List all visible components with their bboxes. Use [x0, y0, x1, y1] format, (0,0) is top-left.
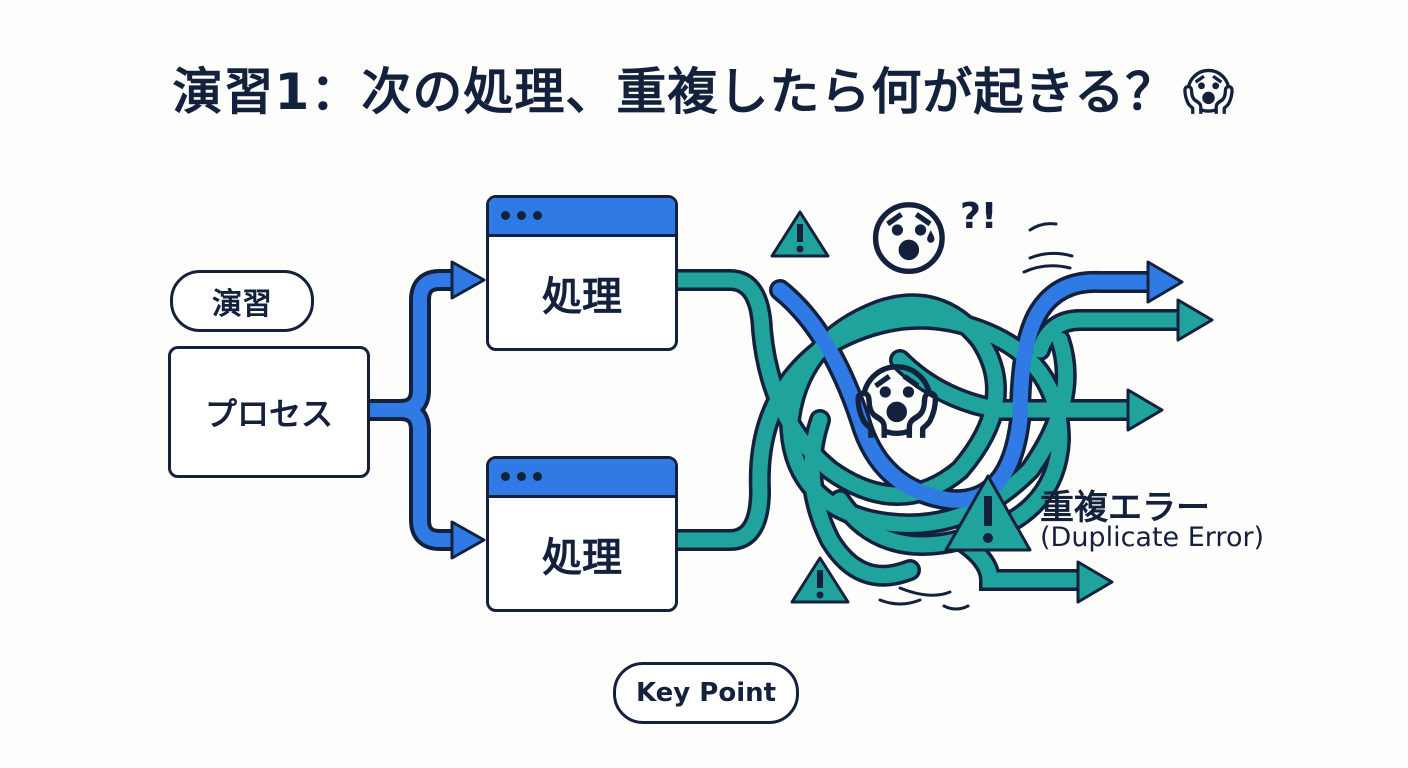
scream-emoji-icon: 😱	[1182, 63, 1236, 121]
warning-icon	[790, 556, 850, 604]
window-titlebar	[489, 198, 675, 237]
worried-face-icon: 😰	[866, 193, 952, 288]
branch-arrows-fill	[359, 273, 465, 547]
window-label: 処理	[542, 273, 622, 320]
process-box: プロセス	[168, 346, 370, 478]
out-arrow-3	[1126, 388, 1164, 432]
out-arrow-2	[1176, 298, 1214, 342]
key-point-badge: Key Point	[613, 662, 799, 724]
question-marks: ?!	[960, 196, 998, 237]
duplicate-error-label: 重複エラー	[1040, 488, 1210, 528]
slide-title: 演習1：次の処理、重複したら何が起きる？😱	[0, 52, 1408, 124]
out-arrow-4	[1076, 560, 1114, 604]
screaming-face-icon: 😱	[854, 355, 940, 450]
title-text: 演習1：次の処理、重複したら何が起きる？	[172, 63, 1177, 121]
warning-icon	[770, 210, 830, 258]
out-arrow-1	[1146, 260, 1184, 304]
window-titlebar	[489, 459, 675, 498]
exercise-tag: 演習	[170, 270, 314, 332]
process-window-1: 処理	[486, 195, 678, 351]
warning-icon	[944, 474, 1032, 552]
arrowhead-top	[450, 260, 486, 300]
window-label: 処理	[542, 534, 622, 581]
duplicate-error-sublabel: (Duplicate Error)	[1040, 522, 1265, 553]
arrowhead-bottom	[450, 520, 486, 560]
motion-lines	[878, 222, 1074, 611]
process-window-2: 処理	[486, 456, 678, 612]
